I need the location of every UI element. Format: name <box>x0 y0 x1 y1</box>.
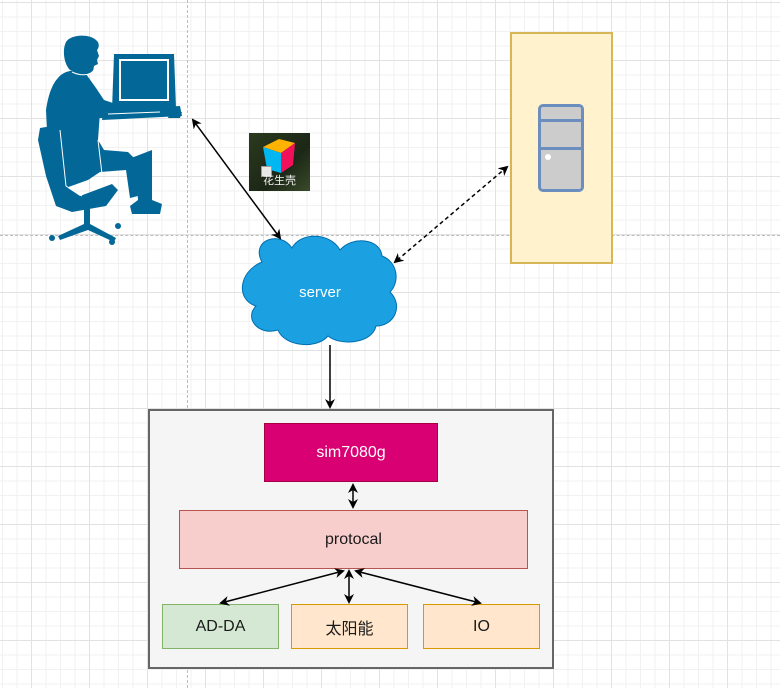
connector-user-cloud[interactable] <box>191 118 282 240</box>
guide-line-horizontal <box>0 235 780 236</box>
peripheral-solar[interactable]: 太阳能 <box>291 604 408 649</box>
connector-protocol-adda[interactable] <box>219 568 345 606</box>
server-tower-icon <box>538 104 584 192</box>
cloud-label: server <box>299 284 341 301</box>
server-cloud[interactable] <box>241 235 397 346</box>
person-at-computer-icon[interactable] <box>0 0 200 250</box>
guide-line-vertical <box>187 0 188 688</box>
peripheral-io[interactable]: IO <box>423 604 540 649</box>
connector-server-cloud[interactable] <box>393 165 509 264</box>
protocol-block[interactable]: protocal <box>179 510 528 569</box>
connector-protocol-io[interactable] <box>354 568 482 606</box>
sim7080g-module[interactable]: sim7080g <box>264 423 438 482</box>
